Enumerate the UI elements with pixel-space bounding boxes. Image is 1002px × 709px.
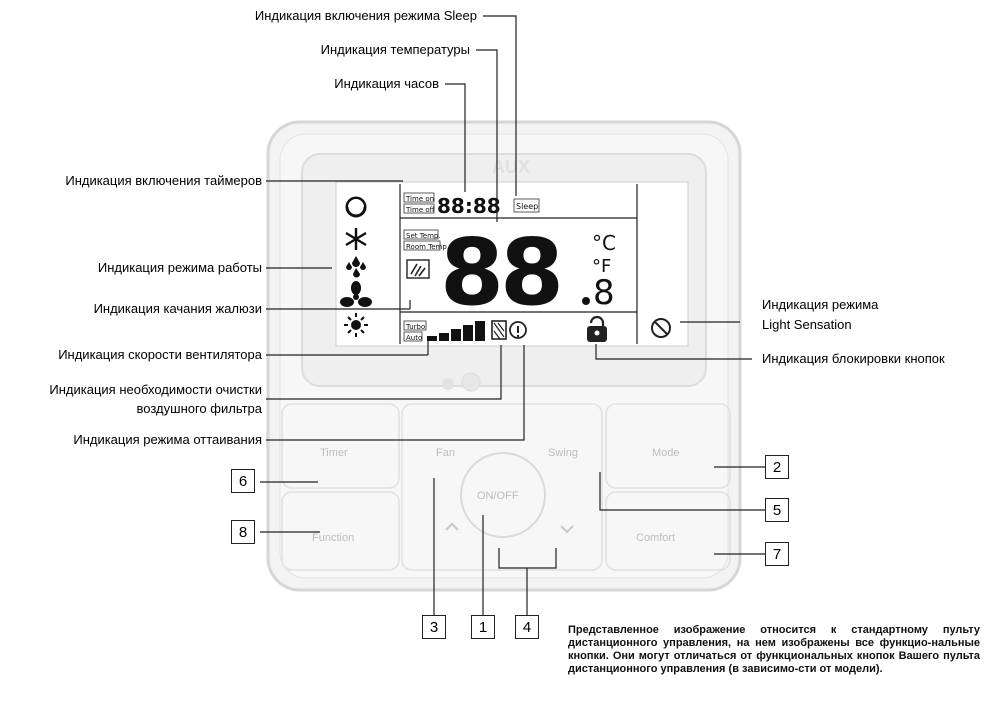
onoff-button-label: ON/OFF	[477, 490, 519, 502]
label-temperature: Индикация температуры	[320, 42, 470, 57]
fan-mode-icon	[340, 281, 372, 307]
label-light-line1: Индикация режима	[762, 297, 879, 312]
label-sleep: Индикация включения режима Sleep	[254, 8, 477, 23]
fan-button-label: Fan	[436, 447, 455, 459]
swing-button-label: Swing	[548, 447, 578, 459]
callout-4: 4	[515, 615, 539, 639]
lock-icon	[587, 315, 607, 342]
brand-logo: AUX	[492, 157, 530, 177]
mode-icons	[340, 196, 372, 337]
fahrenheit-unit: °F	[592, 256, 611, 277]
temperature-digits: 88	[440, 219, 560, 326]
room-temp-label: Room Temp.	[406, 243, 449, 251]
swing-icon	[406, 259, 430, 279]
cool-mode-icon	[345, 228, 367, 250]
callout-1: 1	[471, 615, 495, 639]
temperature-decimal: 8	[593, 273, 615, 313]
label-fan-speed: Индикация скорости вентилятора	[58, 347, 262, 362]
mode-button-label: Mode	[652, 447, 680, 459]
light-sensation-icon	[651, 318, 671, 338]
filter-icon	[491, 320, 507, 340]
lcd-panel	[335, 181, 689, 347]
callout-8: 8	[231, 520, 255, 544]
decimal-point	[582, 297, 590, 305]
label-lock: Индикация блокировки кнопок	[762, 351, 945, 366]
label-clock: Индикация часов	[334, 76, 439, 91]
auto-mode-icon	[345, 196, 367, 218]
callout-2: 2	[765, 455, 789, 479]
label-timers: Индикация включения таймеров	[65, 173, 262, 188]
onoff-button[interactable]	[460, 452, 546, 538]
dry-mode-icon	[346, 256, 366, 278]
label-filter-line1: Индикация необходимости очистки	[49, 382, 262, 397]
defrost-icon	[509, 321, 527, 339]
auto-label: Auto	[406, 334, 422, 342]
callout-6: 6	[231, 469, 255, 493]
label-light-line2: Light Sensation	[762, 317, 852, 332]
sleep-indicator: Sleep	[516, 202, 538, 211]
fan-speed-bars	[427, 321, 485, 341]
timer-button-label: Timer	[320, 447, 348, 459]
label-mode: Индикация режима работы	[97, 260, 262, 275]
leader-lines	[260, 15, 765, 615]
comfort-button-label: Comfort	[636, 532, 675, 544]
celsius-unit: °C	[592, 231, 616, 255]
turbo-label: Turbo	[405, 323, 425, 331]
callout-7: 7	[765, 542, 789, 566]
callout-5: 5	[765, 498, 789, 522]
up-arrow-icon[interactable]	[445, 522, 459, 531]
time-on-label: Time on	[405, 195, 434, 203]
time-off-label: Time off	[405, 206, 435, 214]
label-defrost: Индикация режима оттаивания	[73, 432, 262, 447]
down-arrow-icon[interactable]	[560, 525, 574, 534]
label-filter-line2: воздушного фильтра	[136, 401, 262, 416]
heat-mode-icon	[344, 313, 368, 337]
function-button-label: Function	[312, 532, 354, 544]
callout-3: 3	[422, 615, 446, 639]
clock-digits: 88:88	[437, 194, 501, 218]
set-temp-label: Set Temp.	[406, 232, 441, 240]
footnote: Представленное изображение относится к с…	[568, 624, 980, 675]
label-swing: Индикация качания жалюзи	[93, 301, 262, 316]
